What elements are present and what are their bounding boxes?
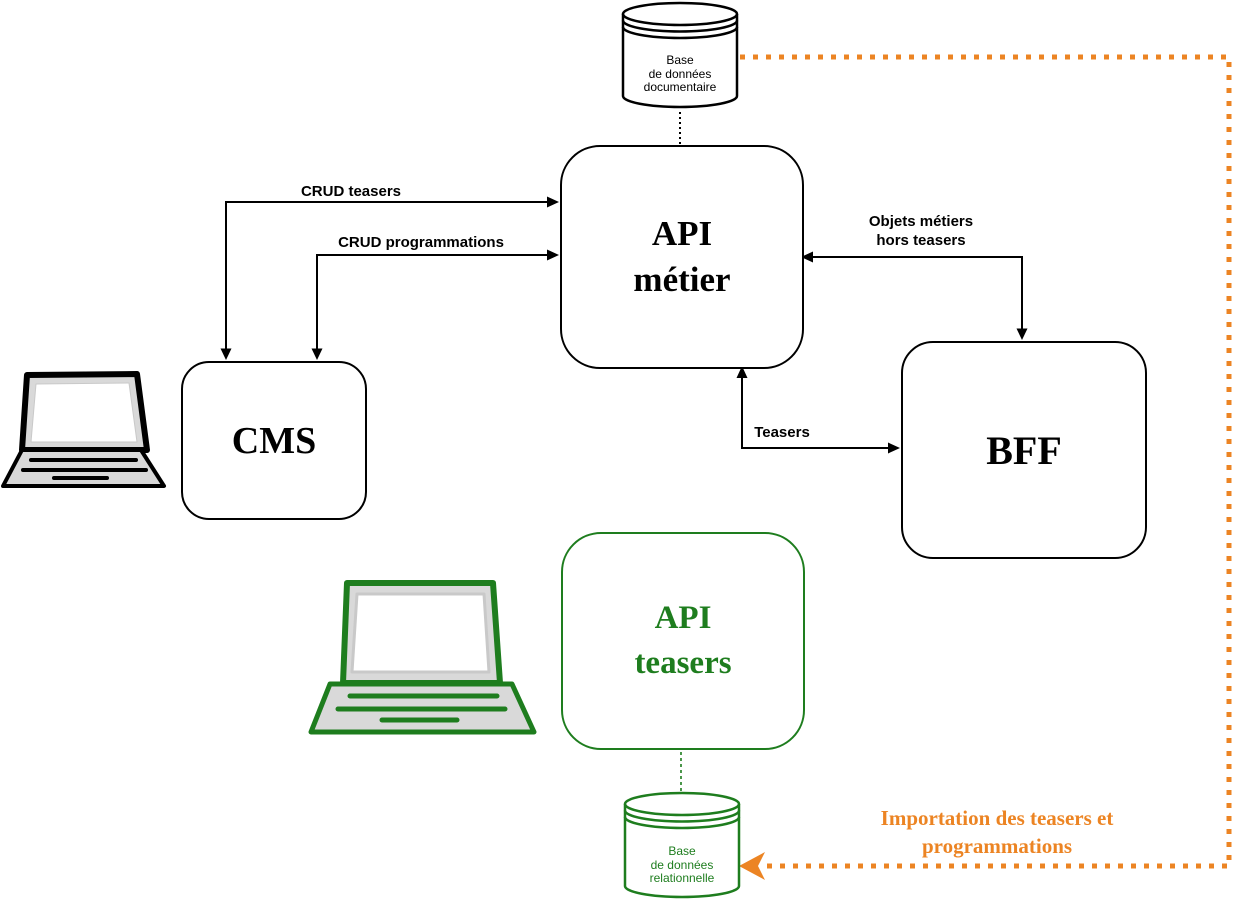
cylinder-ring	[621, 20, 739, 33]
arrowhead-right-icon	[547, 196, 559, 208]
edge-importation	[739, 54, 1232, 880]
edge-crud-teasers	[220, 196, 559, 360]
edge-crud-teasers-line	[225, 201, 548, 352]
arrowhead-left-icon	[801, 251, 813, 263]
laptop-screen	[350, 592, 491, 674]
edge-crud-programmations-label: CRUD programmations	[338, 234, 504, 251]
edge-objets-metiers-label: Objets métiers hors teasers	[868, 213, 974, 249]
laptop-cms-icon	[1, 371, 166, 488]
arrowhead-left-icon	[739, 852, 765, 880]
edge-crud-teasers-label: CRUD teasers	[300, 183, 402, 200]
database-documentaire-icon	[621, 1, 739, 109]
cylinder-ring	[623, 810, 741, 823]
arrowhead-right-icon	[888, 442, 900, 454]
edge-teasers-line	[741, 377, 889, 449]
edge-objets-metiers	[801, 251, 1028, 340]
node-api-metier: API métier	[560, 145, 804, 369]
cylinder-ring	[621, 26, 739, 40]
node-bff-label: BFF	[986, 427, 1062, 473]
edge-crud-programmations-line	[316, 254, 548, 352]
node-api-metier-label: API métier	[633, 214, 731, 299]
edge-objets-metiers-line	[812, 256, 1023, 329]
database-relationnelle-icon	[623, 791, 741, 899]
edge-importation-label: Importation des teasers et programmation…	[880, 806, 1114, 858]
database-documentaire-label: Base de données documentaire	[643, 53, 717, 94]
laptop-teasers-icon	[308, 580, 537, 735]
arrowhead-down-icon	[1016, 328, 1028, 340]
cylinder-ring	[623, 803, 741, 817]
cylinder-ring	[623, 816, 741, 830]
arrowhead-right-icon	[547, 249, 559, 261]
edge-teasers-label: Teasers	[754, 424, 810, 441]
node-cms: CMS	[181, 361, 367, 520]
database-relationnelle-label: Base de données relationnelle	[649, 844, 715, 885]
laptop-screen	[30, 382, 138, 443]
edge-crud-programmations	[311, 249, 559, 360]
node-cms-label: CMS	[231, 419, 317, 462]
arrowhead-down-icon	[311, 348, 323, 360]
arrowhead-up-icon	[736, 366, 748, 378]
edge-teasers	[736, 366, 900, 454]
cylinder-ring	[621, 13, 739, 27]
arrowhead-down-icon	[220, 348, 232, 360]
node-api-teasers: API teasers	[561, 532, 805, 750]
node-bff: BFF	[901, 341, 1147, 559]
node-api-teasers-label: API teasers	[634, 600, 732, 681]
